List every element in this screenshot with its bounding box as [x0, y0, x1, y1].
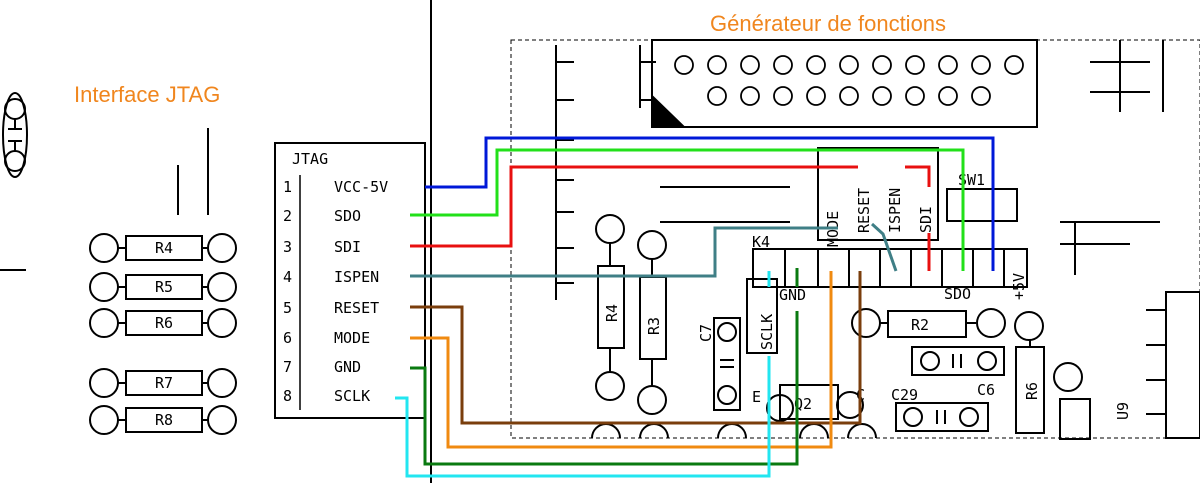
jtag-pin-num: 3 — [283, 238, 292, 256]
label-gnd-board: GND — [779, 286, 806, 304]
jtag-pin-num: 6 — [283, 329, 292, 347]
label-r2: R2 — [911, 316, 929, 334]
label-reset: RESET — [855, 188, 873, 233]
label-c6: C6 — [977, 381, 995, 399]
label-r7-left: R7 — [155, 374, 173, 392]
wire-reset — [410, 271, 862, 425]
jtag-pin-name: RESET — [334, 299, 379, 317]
label-c7: C7 — [697, 324, 715, 342]
jtag-pin-name: MODE — [334, 329, 370, 347]
label-sdi: SDI — [917, 206, 935, 233]
wire-vcc-5v — [425, 136, 995, 271]
title-generateur: Générateur de fonctions — [710, 11, 946, 36]
jtag-pin-num: 2 — [283, 207, 292, 225]
jtag-pin-num: 4 — [283, 268, 292, 286]
jtag-connector: JTAG 1 VCC-5V 2 SDO 3 SDI 4 ISPEN 5 RESE… — [274, 142, 426, 419]
jtag-pin-num: 5 — [283, 299, 292, 317]
wire-sdi — [410, 165, 858, 248]
jtag-pin-num: 1 — [283, 178, 292, 196]
label-r3-board: R3 — [645, 317, 663, 335]
label-k4: K4 — [752, 233, 770, 251]
left-schematic — [0, 0, 432, 483]
jtag-pin-num: 8 — [283, 387, 292, 405]
label-ispen: ISPEN — [886, 188, 904, 233]
label-sdo-board: SDO — [944, 285, 971, 303]
jtag-pin-name: SDI — [334, 238, 361, 256]
wire-sdi-end — [905, 165, 931, 187]
resistor-r4 — [89, 233, 237, 263]
resistor-r7 — [89, 368, 237, 398]
jtag-pin-name: GND — [334, 358, 361, 376]
resistor-r6 — [89, 308, 237, 338]
title-interface-jtag: Interface JTAG — [74, 82, 220, 107]
jtag-pin-name: ISPEN — [334, 268, 379, 286]
jtag-pin-name: VCC-5V — [334, 178, 388, 196]
label-e: E — [752, 388, 761, 406]
wire-ispen — [410, 226, 838, 278]
wire-sdo — [410, 148, 965, 271]
jtag-pin-num: 7 — [283, 358, 292, 376]
jtag-pin-name: SDO — [334, 207, 361, 225]
label-r4-board: R4 — [603, 304, 621, 322]
label-sclk-board: SCLK — [758, 314, 776, 350]
label-q2: Q2 — [794, 395, 812, 413]
jtag-pin-name: SCLK — [334, 387, 370, 405]
label-plus5v: +5V — [1010, 273, 1028, 300]
label-r4-left: R4 — [155, 239, 173, 257]
jtag-header: JTAG — [292, 150, 328, 168]
label-u9: U9 — [1114, 402, 1132, 420]
label-r6-board: R6 — [1023, 382, 1041, 400]
label-r5-left: R5 — [155, 278, 173, 296]
k4-connector — [752, 248, 1028, 288]
board-components — [555, 39, 1200, 440]
label-r8-left: R8 — [155, 411, 173, 429]
wire-sclk — [395, 356, 771, 478]
label-sw1: SW1 — [958, 171, 985, 189]
label-c29: C29 — [891, 386, 918, 404]
resistor-r5 — [89, 272, 237, 302]
left-resistors — [89, 233, 237, 435]
wire-ispen-end — [870, 222, 898, 272]
wire-gnd — [410, 311, 799, 466]
resistor-r8 — [89, 405, 237, 435]
label-r6-left: R6 — [155, 314, 173, 332]
wire-mode — [410, 271, 833, 449]
